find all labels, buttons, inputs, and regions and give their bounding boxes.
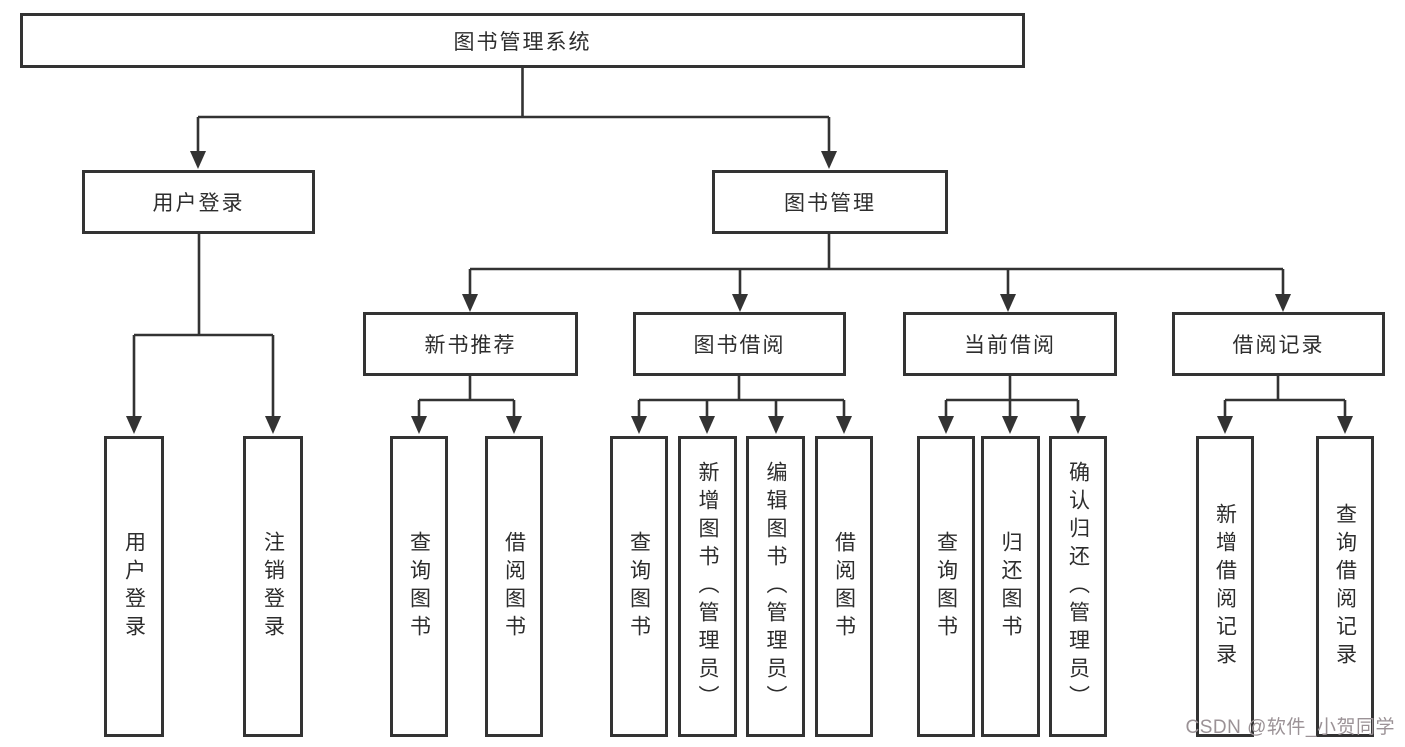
- watermark-text: CSDN @软件_小贺同学: [1185, 717, 1395, 738]
- leaf-query-books-1: 查询图书: [390, 436, 448, 737]
- node-user-login-label: 用户登录: [152, 192, 245, 215]
- leaf-confirm-return-admin-label: 确认归还（管理员）: [1066, 460, 1090, 713]
- leaf-logout: 注销登录: [243, 436, 303, 737]
- leaf-query-books-3-label: 查询图书: [934, 530, 958, 643]
- arrowhead: [126, 416, 142, 434]
- node-book-borrowing: 图书借阅: [633, 312, 846, 376]
- arrowhead: [1337, 416, 1353, 434]
- node-book-borrowing-label: 图书借阅: [693, 334, 786, 357]
- leaf-query-borrow-record: 查询借阅记录: [1316, 436, 1374, 737]
- arrowhead: [836, 416, 852, 434]
- arrowhead: [821, 151, 837, 169]
- arrowhead: [1002, 416, 1018, 434]
- leaf-add-borrow-record: 新增借阅记录: [1196, 436, 1254, 737]
- leaf-add-book-admin-label: 新增图书（管理员）: [696, 460, 719, 713]
- leaf-return-books-label: 归还图书: [999, 530, 1022, 643]
- leaf-user-login-label: 用户登录: [122, 530, 146, 643]
- leaf-return-books: 归还图书: [981, 436, 1040, 737]
- leaf-query-books-2-label: 查询图书: [627, 530, 651, 643]
- leaf-confirm-return-admin: 确认归还（管理员）: [1049, 436, 1107, 737]
- leaf-logout-label: 注销登录: [261, 530, 285, 643]
- leaf-user-login: 用户登录: [104, 436, 164, 737]
- connector-new-book-recommend: [417, 376, 516, 417]
- arrowhead: [462, 294, 478, 312]
- leaf-add-borrow-record-label: 新增借阅记录: [1213, 502, 1237, 671]
- node-borrowing-records: 借阅记录: [1172, 312, 1385, 376]
- arrowhead: [938, 416, 954, 434]
- leaf-borrow-books-1: 借阅图书: [485, 436, 543, 737]
- arrowhead: [699, 416, 715, 434]
- node-new-book-recommend-label: 新书推荐: [424, 334, 517, 357]
- connector-user-login: [132, 234, 275, 417]
- arrowhead: [631, 416, 647, 434]
- connector-root: [196, 68, 831, 152]
- node-borrowing-records-label: 借阅记录: [1232, 334, 1325, 357]
- node-new-book-recommend: 新书推荐: [363, 312, 578, 376]
- leaf-edit-book-admin: 编辑图书（管理员）: [746, 436, 805, 737]
- leaf-add-book-admin: 新增图书（管理员）: [678, 436, 737, 737]
- arrowhead: [506, 416, 522, 434]
- arrowhead: [411, 416, 427, 434]
- node-user-login: 用户登录: [82, 170, 315, 234]
- connector-book-management: [468, 234, 1285, 295]
- leaf-query-borrow-record-label: 查询借阅记录: [1333, 502, 1357, 671]
- arrowhead: [1217, 416, 1233, 434]
- arrowhead: [732, 294, 748, 312]
- leaf-query-books-3: 查询图书: [917, 436, 975, 737]
- leaf-edit-book-admin-label: 编辑图书（管理员）: [764, 460, 787, 713]
- leaf-borrow-books-2: 借阅图书: [815, 436, 873, 737]
- arrowhead: [1070, 416, 1086, 434]
- node-root: 图书管理系统: [20, 13, 1025, 68]
- connector-book-borrowing: [637, 376, 846, 417]
- node-root-label: 图书管理系统: [453, 30, 592, 54]
- arrowhead: [265, 416, 281, 434]
- connector-current-borrowing: [944, 376, 1080, 417]
- leaf-query-books-2: 查询图书: [610, 436, 668, 737]
- connector-borrowing-records: [1223, 376, 1347, 417]
- node-book-management: 图书管理: [712, 170, 948, 234]
- node-book-management-label: 图书管理: [784, 192, 876, 215]
- arrowhead: [190, 151, 206, 169]
- leaf-borrow-books-2-label: 借阅图书: [832, 530, 856, 643]
- arrowhead: [1000, 294, 1016, 312]
- leaf-query-books-1-label: 查询图书: [407, 530, 431, 643]
- node-current-borrowing: 当前借阅: [903, 312, 1117, 376]
- arrowhead: [768, 416, 784, 434]
- leaf-borrow-books-1-label: 借阅图书: [502, 530, 526, 643]
- arrowhead: [1275, 294, 1291, 312]
- node-current-borrowing-label: 当前借阅: [964, 334, 1056, 357]
